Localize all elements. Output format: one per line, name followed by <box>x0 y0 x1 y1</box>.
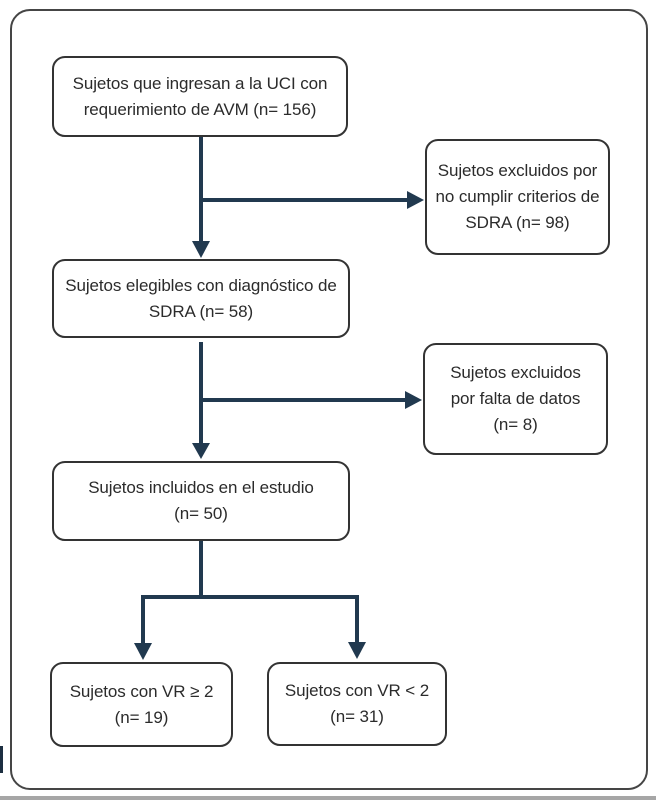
node-text-line: por falta de datos <box>450 389 581 408</box>
node-text-line: (n= 19) <box>114 707 169 727</box>
node-eligible: Sujetos elegibles con diagnóstico de SDR… <box>52 259 350 338</box>
node-admitted: Sujetos que ingresan a la UCI con requer… <box>52 56 348 137</box>
node-included: Sujetos incluidos en el estudio (n= 50) <box>52 461 350 541</box>
node-text-line: (n= 31) <box>330 707 384 726</box>
node-text-line: Sujetos excluidos <box>450 363 581 382</box>
node-text-line: Sujetos incluidos en el estudio <box>88 478 314 497</box>
outer-frame <box>10 9 648 790</box>
node-text-line: requerimiento de AVM (n= 156) <box>83 99 317 119</box>
node-text-line: Sujetos con VR < 2 <box>284 681 430 700</box>
scan-artifact <box>0 746 3 773</box>
node-text-line: Sujetos con VR ≥ 2 <box>69 681 214 701</box>
node-text-line: (n= 50) <box>174 504 228 523</box>
node-vr-ge-2: Sujetos con VR ≥ 2 (n= 19) <box>50 662 233 747</box>
node-text-line: (n= 8) <box>493 415 538 434</box>
node-excluded-data: Sujetos excluidos por falta de datos (n=… <box>423 343 608 455</box>
node-text-line: Sujetos elegibles con diagnóstico de <box>65 275 337 295</box>
node-text-line: SDRA (n= 58) <box>148 301 254 321</box>
node-text-line: SDRA (n= 98) <box>465 213 570 232</box>
node-vr-lt-2: Sujetos con VR < 2 (n= 31) <box>267 662 447 746</box>
page-rule <box>0 796 656 800</box>
node-text-line: Sujetos que ingresan a la UCI con <box>72 73 328 93</box>
node-text-line: no cumplir criterios de <box>435 187 600 206</box>
node-text-line: Sujetos excluidos por <box>437 161 598 180</box>
node-excluded-sdra: Sujetos excluidos por no cumplir criteri… <box>425 139 610 255</box>
